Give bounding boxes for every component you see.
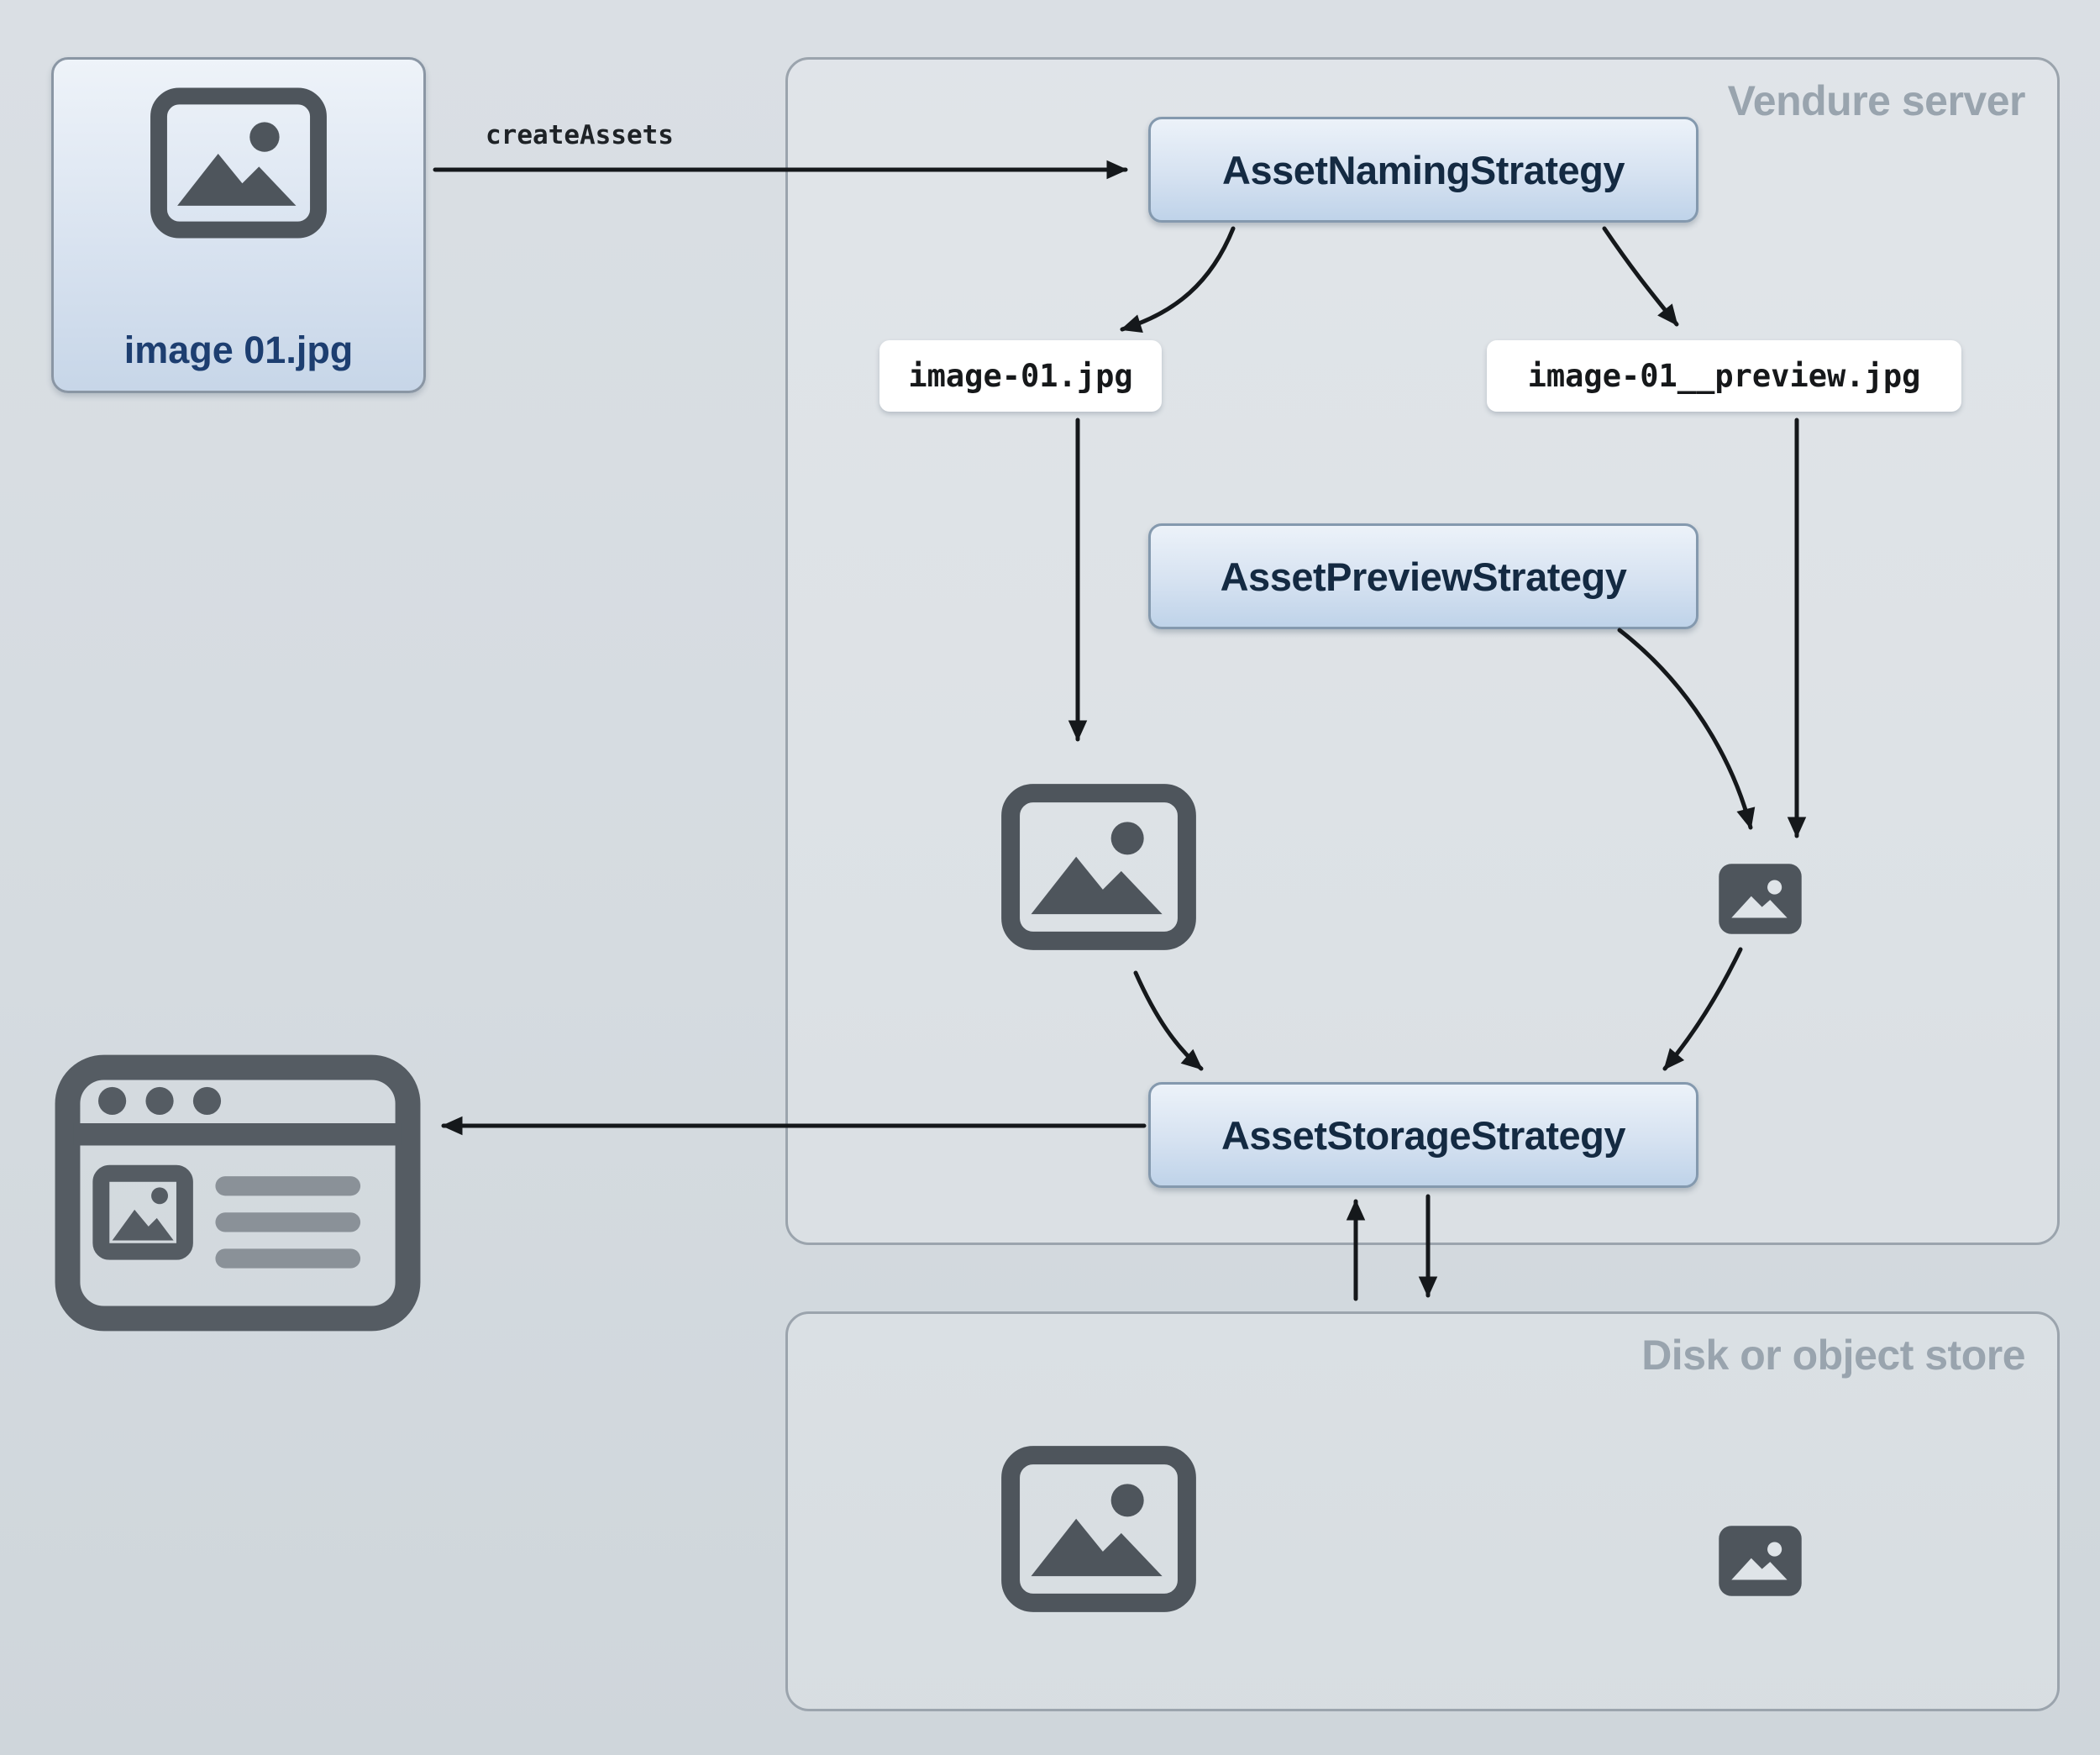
asset-naming-strategy-label: AssetNamingStrategy [1222,147,1625,192]
file-original-pill: image-01.jpg [879,340,1162,412]
disk-store-label: Disk or object store [1641,1332,2025,1379]
create-assets-label: createAssets [486,120,674,150]
file-preview-pill: image-01__preview.jpg [1487,340,1961,412]
original-image-icon [1001,784,1196,950]
disk-store-container: Disk or object store [785,1311,2060,1711]
source-image-icon [150,87,327,239]
file-preview-label: image-01__preview.jpg [1527,358,1921,394]
file-original-label: image-01.jpg [908,358,1133,394]
asset-storage-strategy-label: AssetStorageStrategy [1221,1112,1626,1158]
stored-original-image-icon [1001,1446,1196,1612]
source-image-card: image 01.jpg [51,57,426,393]
asset-naming-strategy-node: AssetNamingStrategy [1148,117,1698,223]
source-image-label: image 01.jpg [123,328,354,371]
browser-icon [55,1054,421,1332]
preview-thumbnail-icon [1719,864,1802,934]
asset-preview-strategy-node: AssetPreviewStrategy [1148,523,1698,629]
stored-preview-thumbnail-icon [1719,1526,1802,1596]
vendure-server-label: Vendure server [1727,77,2026,124]
vendure-server-container: Vendure server [785,57,2060,1245]
asset-storage-strategy-node: AssetStorageStrategy [1148,1082,1698,1188]
asset-preview-strategy-label: AssetPreviewStrategy [1220,554,1627,599]
